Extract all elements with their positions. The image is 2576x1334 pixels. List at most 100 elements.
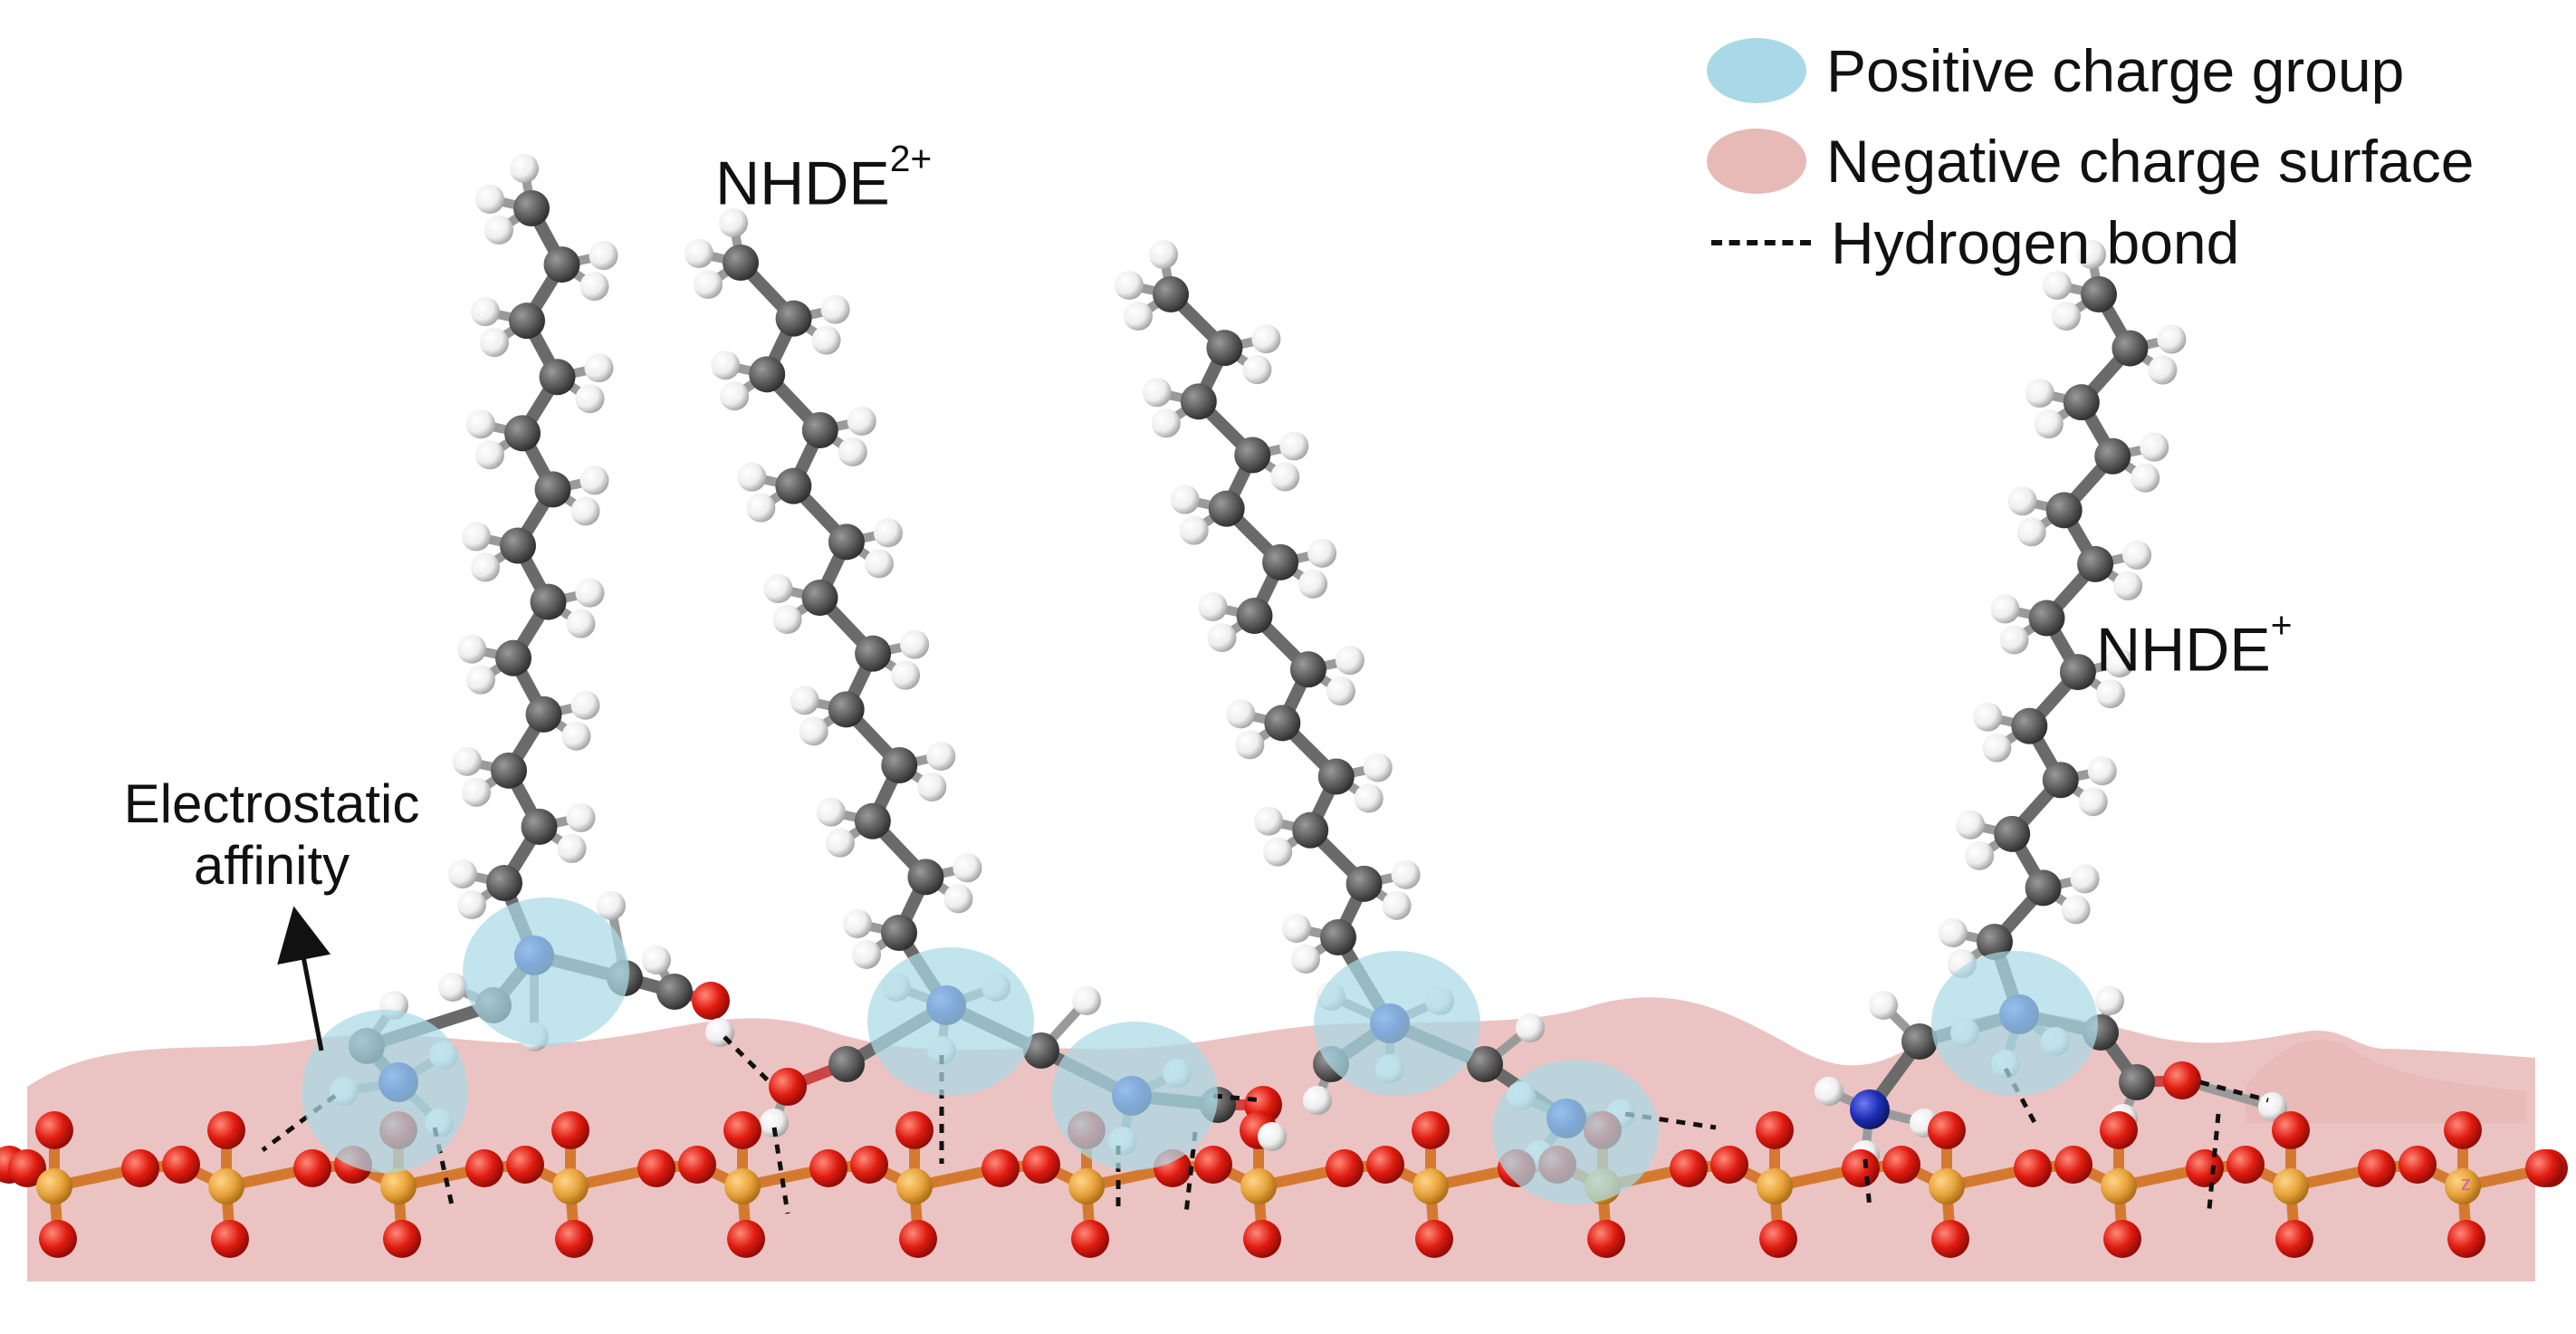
phosphorus-atom — [1240, 1168, 1277, 1204]
phosphorus-atom — [1068, 1168, 1105, 1204]
oxygen-atom — [2226, 1146, 2265, 1184]
carbon-atom — [1262, 543, 1299, 581]
hydrogen-bond — [261, 1094, 337, 1152]
oxygen-atom — [1326, 1149, 1364, 1187]
carbon-atom — [775, 467, 812, 504]
hydrogen-atom — [1939, 918, 1968, 947]
hydrogen-atom — [943, 884, 973, 914]
oxygen-atom — [2272, 1111, 2310, 1149]
hydrogen-atom — [575, 578, 605, 608]
hydrogen-atom — [579, 272, 609, 302]
carbon-atom — [656, 974, 693, 1010]
hydrogen-atom — [799, 716, 828, 746]
carbon-atom — [495, 639, 531, 677]
carbon-atom — [881, 747, 918, 783]
hydrogen-atom — [760, 1108, 789, 1137]
carbon-atom — [509, 302, 545, 340]
carbon-atom — [543, 246, 580, 283]
hydrogen-atom — [589, 241, 618, 271]
carbon-atom — [828, 523, 865, 561]
hydrogen-atom — [475, 440, 504, 470]
hydrogen-atom — [2095, 679, 2125, 709]
carbon-atom — [2028, 600, 2065, 637]
hydrogen-atom — [1254, 806, 1284, 836]
hydrogen-atom — [1072, 986, 1101, 1015]
hydrogen-atom — [1235, 730, 1265, 760]
hydrogen-atom — [1965, 840, 1995, 870]
carbon-atom — [530, 583, 567, 620]
hydrogen-atom — [1982, 733, 2012, 763]
hydrogen-atom — [720, 381, 750, 411]
oxygen-atom — [2103, 1220, 2141, 1258]
oxygen-atom — [727, 1220, 765, 1258]
hydrogen-bond — [771, 1127, 790, 1214]
carbon-atom — [534, 471, 571, 508]
hydrogen-bond — [2199, 1080, 2269, 1103]
hydrogen-atom — [900, 629, 930, 659]
hydrogen-atom — [453, 746, 482, 776]
oxygen-atom — [1366, 1146, 1404, 1184]
hydrogen-atom — [2052, 302, 2081, 331]
oxygen-atom — [2163, 1061, 2201, 1099]
carbon-atom — [855, 635, 892, 672]
carbon-atom — [1208, 490, 1245, 527]
carbon-atom — [828, 1046, 865, 1082]
carbon-atom — [1234, 437, 1271, 474]
hydrogen-atom — [1282, 914, 1311, 943]
phosphorus-atom — [36, 1168, 72, 1204]
hydrogen-atom — [1179, 515, 1209, 545]
hydrogen-atom — [2078, 787, 2108, 817]
hydrogen-atom — [1363, 753, 1393, 782]
hydrogen-atom — [1115, 271, 1144, 300]
carbon-atom — [1289, 651, 1326, 688]
carbon-atom — [723, 245, 759, 281]
carbon-atom — [521, 808, 558, 845]
oxygen-atom — [2054, 1146, 2092, 1184]
oxygen-atom — [2399, 1146, 2437, 1184]
carbon-atom — [854, 802, 891, 840]
carbon-atom — [881, 915, 917, 951]
hydrogen-atom — [2087, 756, 2117, 786]
hydrogen-atom — [2043, 271, 2072, 300]
hydrogen-atom — [873, 518, 903, 548]
hydrogen-atom — [746, 493, 776, 523]
oxygen-atom — [1071, 1220, 1109, 1258]
oxygen-atom — [1243, 1220, 1281, 1258]
phosphorus-atom — [380, 1168, 417, 1204]
legend-negative-text: Negative charge surface — [1826, 128, 2475, 195]
oxygen-atom — [293, 1149, 331, 1187]
oxygen-atom — [1022, 1146, 1060, 1184]
carbon-atom — [2081, 276, 2117, 312]
hydrogen-atom — [847, 407, 876, 436]
hydrogen-atom — [1226, 699, 1256, 729]
phosphorus-atom — [2445, 1168, 2481, 1204]
hydrogen-atom — [2070, 864, 2100, 894]
hydrogen-atom — [561, 721, 591, 751]
oxygen-atom — [211, 1220, 249, 1258]
hydrogen-atom — [1391, 859, 1421, 889]
hydrogen-bond — [723, 1035, 771, 1084]
oxygen-atom — [1670, 1149, 1708, 1187]
legend-hbond: Hydrogen bond — [1711, 208, 2239, 277]
hydrogen-atom — [2140, 432, 2169, 462]
hydrogen-atom — [566, 802, 596, 832]
hydrogen-atom — [457, 890, 486, 919]
hydrogen-bond — [2003, 1067, 2040, 1129]
oxygen-atom — [1759, 1220, 1797, 1258]
phosphorus-atom — [552, 1168, 589, 1204]
oxygen-atom — [207, 1111, 245, 1149]
hydrogen-atom — [1258, 1122, 1287, 1151]
negative-swatch — [1707, 129, 1806, 194]
carbon-atom — [525, 696, 562, 733]
carbon-atom — [1206, 330, 1243, 367]
oxygen-atom — [35, 1111, 73, 1149]
hydrogen-atom — [462, 777, 491, 807]
phosphorus-atom — [1929, 1168, 1965, 1204]
phosphorus-atom — [2273, 1168, 2309, 1204]
hydrogen-atom — [566, 609, 596, 638]
hbond-swatch — [1711, 240, 1811, 245]
oxygen-atom — [1587, 1220, 1625, 1258]
oxygen-atom — [506, 1146, 544, 1184]
hydrogen-atom — [584, 353, 614, 383]
hydrogen-atom — [2061, 895, 2091, 925]
